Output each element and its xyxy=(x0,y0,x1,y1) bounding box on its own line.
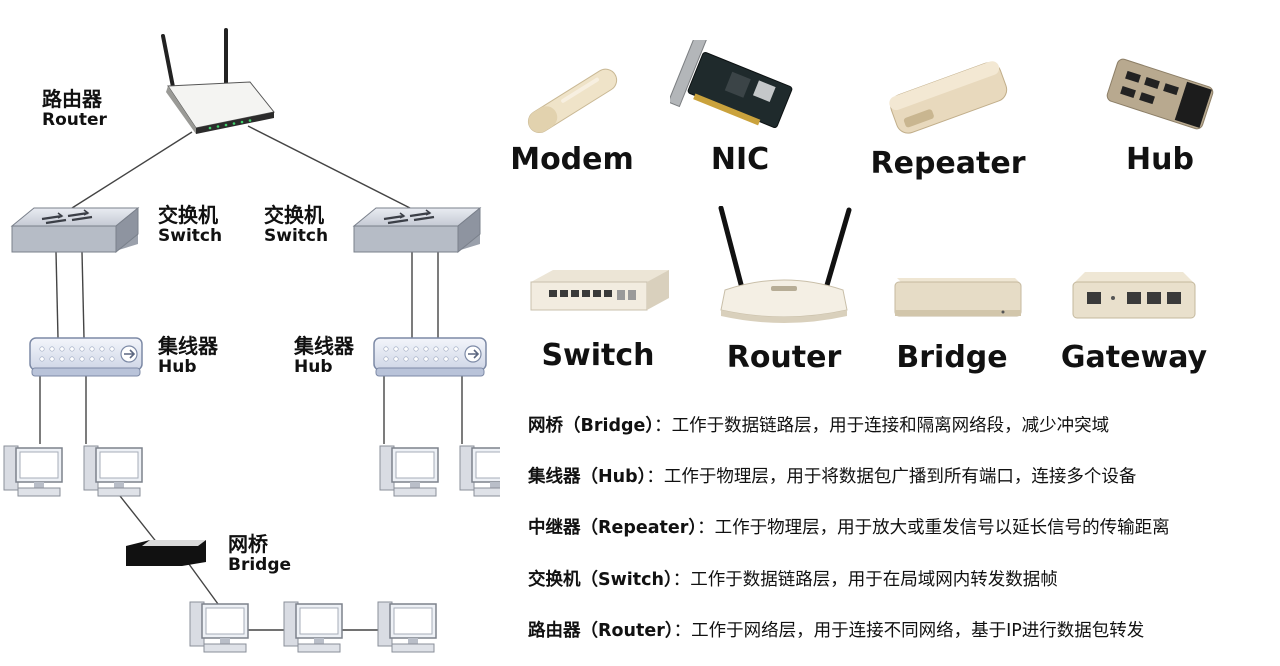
computer-icon xyxy=(377,601,437,653)
bridge-icon xyxy=(126,540,206,566)
description-text: ：工作于物理层，用于将数据包广播到所有端口，连接多个设备 xyxy=(646,467,1137,487)
device-name: Bridge xyxy=(896,340,1008,375)
device-hub: Hub xyxy=(1070,44,1250,177)
hub-left-label-zh: 集线器 xyxy=(158,334,218,358)
device-name: Router xyxy=(726,340,842,375)
description-switch: 交换机（Switch）：工作于数据链路层，用于在局域网内转发数据帧 xyxy=(528,566,1058,591)
device-name: Modem xyxy=(510,142,634,177)
description-hub: 集线器（Hub）：工作于物理层，用于将数据包广播到所有端口，连接多个设备 xyxy=(528,463,1136,488)
device-name: Repeater xyxy=(870,146,1026,181)
device-gateway: Gateway xyxy=(1044,254,1224,375)
description-text: ：工作于网络层，用于连接不同网络，基于IP进行数据包转发 xyxy=(673,621,1145,641)
bridge-label-zh: 网桥 xyxy=(228,532,268,556)
device-switch: Switch xyxy=(508,246,688,373)
hub-right-label-zh: 集线器 xyxy=(294,334,354,358)
network-topology-diagram: 路由器 Router 交换机 Switch 交换机 Switch 集线器 Hub… xyxy=(0,0,519,662)
device-name: Switch xyxy=(541,338,655,373)
bridge-label: 网桥 Bridge xyxy=(228,533,291,576)
computer-icon xyxy=(459,445,519,497)
computer-icon xyxy=(83,445,143,497)
hub-device-icon xyxy=(1106,58,1214,130)
bridge-label-en: Bridge xyxy=(228,555,292,575)
description-term: 中继器（Repeater） xyxy=(528,518,698,538)
hub-icon xyxy=(29,337,143,377)
computer-icon xyxy=(189,601,249,653)
description-term: 交换机（Switch） xyxy=(528,570,673,590)
bridge-device-icon xyxy=(894,278,1022,317)
description-router: 路由器（Router）：工作于网络层，用于连接不同网络，基于IP进行数据包转发 xyxy=(528,617,1144,642)
switch-right-label: 交换机 Switch xyxy=(264,204,328,247)
description-text: ：工作于物理层，用于放大或重发信号以延长信号的传输距离 xyxy=(697,518,1170,538)
topology-graphic xyxy=(3,28,519,653)
switch-device-icon xyxy=(530,270,669,311)
hub-left-label-en: Hub xyxy=(158,357,197,377)
computer-icon xyxy=(3,445,63,497)
device-repeater: Repeater xyxy=(858,44,1038,181)
switch-right-label-zh: 交换机 xyxy=(264,203,324,227)
hub-right-label: 集线器 Hub xyxy=(294,335,354,378)
device-name: NIC xyxy=(710,142,770,177)
description-term: 集线器（Hub） xyxy=(528,467,647,487)
computer-icon xyxy=(283,601,343,653)
description-term: 网桥（Bridge） xyxy=(528,416,655,436)
hub-right-label-en: Hub xyxy=(294,357,333,377)
gateway-device-icon xyxy=(1072,272,1196,319)
router-device-icon xyxy=(718,206,852,323)
modem-icon xyxy=(527,68,618,134)
nic-icon xyxy=(670,40,793,128)
device-nic: NIC xyxy=(650,40,830,177)
description-term: 路由器（Router） xyxy=(528,621,674,641)
router-label: 路由器 Router xyxy=(42,88,107,131)
device-router: Router xyxy=(694,206,874,375)
hub-icon xyxy=(373,337,487,377)
switch-right-label-en: Switch xyxy=(264,226,329,246)
device-name: Gateway xyxy=(1060,340,1208,375)
computer-icon xyxy=(379,445,439,497)
router-label-zh: 路由器 xyxy=(42,87,102,111)
description-repeater: 中继器（Repeater）：工作于物理层，用于放大或重发信号以延长信号的传输距离 xyxy=(528,514,1170,539)
device-modem: Modem xyxy=(482,44,662,177)
router-icon xyxy=(161,28,275,134)
description-bridge: 网桥（Bridge）：工作于数据链路层，用于连接和隔离网络段，减少冲突域 xyxy=(528,412,1109,437)
repeater-icon xyxy=(889,61,1008,134)
description-text: ：工作于数据链路层，用于在局域网内转发数据帧 xyxy=(672,570,1058,590)
router-label-en: Router xyxy=(42,110,107,130)
switch-icon xyxy=(10,206,140,254)
switch-left-label: 交换机 Switch xyxy=(158,204,222,247)
switch-icon xyxy=(352,206,482,254)
hub-left-label: 集线器 Hub xyxy=(158,335,218,378)
device-bridge: Bridge xyxy=(862,254,1042,375)
device-name: Hub xyxy=(1126,142,1194,177)
description-text: ：工作于数据链路层，用于连接和隔离网络段，减少冲突域 xyxy=(654,416,1110,436)
switch-left-label-zh: 交换机 xyxy=(158,203,218,227)
switch-left-label-en: Switch xyxy=(158,226,223,246)
